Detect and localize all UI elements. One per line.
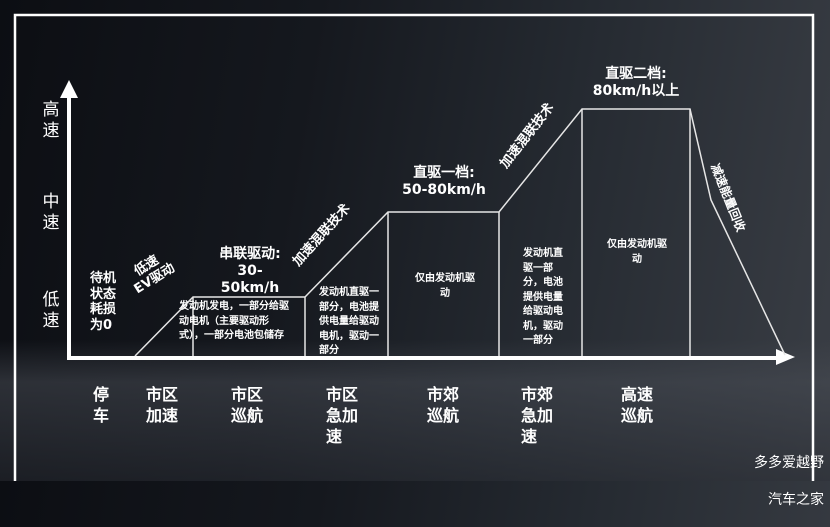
outer-frame	[13, 13, 815, 481]
direct-gear1-title: 直驱一档: 50-80km/h	[402, 165, 486, 198]
accel-hybrid-desc-1: 发动机直驱一 部分，电池提 供电量给驱动 电机，驱动一 部分	[319, 287, 379, 356]
x-axis-arrow-icon	[776, 349, 795, 365]
speed-profile-diagram	[13, 13, 815, 481]
background-gradient	[0, 340, 830, 481]
watermark-line-2: 汽车之家	[768, 491, 824, 508]
watermark-line-1: 多多爱越野	[754, 455, 824, 472]
series-drive-title: 串联驱动: 30- 50km/h	[219, 246, 281, 296]
series-drive-desc: 发动机发电，一部分给驱 动电机（主要驱动形 式），一部分电池包储存	[179, 301, 289, 341]
y-label-low: 低 速	[42, 290, 60, 332]
phase-parking: 停 车	[93, 385, 110, 425]
direct-gear2-desc: 仅由发动机驱 动	[607, 239, 667, 265]
accel-hybrid-desc-2: 发动机直 驱一部 分，电池 提供电量 给驱动电 机，驱动 一部分	[523, 248, 563, 346]
y-axis-arrow-icon	[60, 80, 78, 98]
phase-highway-cruise: 高速 巡航	[621, 385, 654, 425]
direct-gear2-title: 直驱二档: 80km/h以上	[592, 66, 680, 99]
y-label-mid: 中 速	[42, 192, 60, 234]
phase-suburb-hard-accel: 市郊 急加 速	[521, 385, 554, 446]
watermark: 多多爱越野 汽车之家	[754, 436, 824, 527]
direct-gear1-desc: 仅由发动机驱 动	[415, 273, 475, 299]
phase-suburb-cruise: 市郊 巡航	[427, 385, 460, 425]
y-label-high: 高 速	[42, 100, 60, 142]
standby-note: 待机 状态 耗损 为0	[90, 271, 117, 333]
phase-city-cruise: 市区 巡航	[231, 385, 264, 425]
phase-city-accel: 市区 加速	[146, 385, 179, 425]
phase-city-hard-accel: 市区 急加 速	[326, 385, 359, 446]
